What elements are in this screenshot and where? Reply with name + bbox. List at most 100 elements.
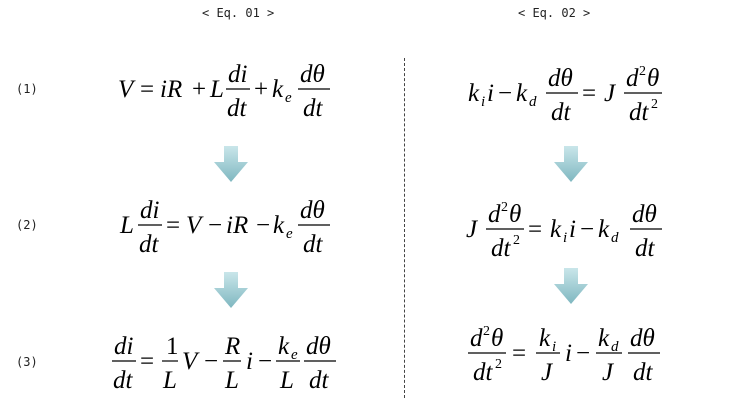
svg-text:d: d <box>611 230 619 246</box>
svg-text:dt: dt <box>551 99 572 126</box>
svg-text:k: k <box>278 333 290 360</box>
svg-text:i: i <box>552 339 556 355</box>
svg-text:θ: θ <box>509 201 521 228</box>
svg-text:i: i <box>563 230 567 246</box>
svg-text:dt: dt <box>633 359 654 386</box>
svg-text:i: i <box>487 80 494 107</box>
svg-text:dt: dt <box>303 95 324 122</box>
down-arrow-icon <box>214 146 248 182</box>
svg-text:−: − <box>258 348 272 375</box>
svg-text:−: − <box>580 216 594 243</box>
svg-text:di: di <box>114 333 134 360</box>
svg-text:d: d <box>611 339 619 355</box>
svg-text:−: − <box>204 348 218 375</box>
svg-text:=: = <box>528 216 542 243</box>
svg-text:L: L <box>279 367 294 394</box>
svg-text:=: = <box>582 80 596 107</box>
svg-text:dθ: dθ <box>300 197 325 224</box>
svg-text:J: J <box>602 359 615 386</box>
svg-text:θ: θ <box>491 325 503 352</box>
eq01-header: < Eq. 01 > <box>202 6 275 20</box>
svg-text:R: R <box>224 333 240 360</box>
svg-text:2: 2 <box>501 200 508 215</box>
svg-text:iR: iR <box>160 76 182 103</box>
svg-text:2: 2 <box>483 324 490 339</box>
svg-text:=: = <box>140 76 154 103</box>
svg-text:J: J <box>604 80 617 107</box>
svg-text:k: k <box>272 76 284 103</box>
down-arrow-icon <box>214 272 248 308</box>
row-label-2: (2) <box>16 218 38 232</box>
svg-text:i: i <box>565 340 572 367</box>
row-label-1: (1) <box>16 82 38 96</box>
svg-text:k: k <box>516 80 528 107</box>
svg-text:V: V <box>186 212 204 239</box>
svg-text:e: e <box>286 226 293 242</box>
down-arrow-icon <box>554 146 588 182</box>
svg-text:e: e <box>285 90 292 106</box>
svg-text:2: 2 <box>513 233 520 248</box>
svg-text:2: 2 <box>651 97 658 112</box>
svg-text:dt: dt <box>113 367 134 394</box>
svg-text:−: − <box>576 340 590 367</box>
svg-text:L: L <box>209 76 224 103</box>
svg-text:L: L <box>119 212 134 239</box>
svg-text:+: + <box>192 76 206 103</box>
svg-text:i: i <box>481 94 485 110</box>
svg-text:−: − <box>256 212 270 239</box>
svg-text:J: J <box>466 216 479 243</box>
svg-text:k: k <box>539 325 551 352</box>
svg-text:−: − <box>208 212 222 239</box>
svg-text:d: d <box>488 201 501 228</box>
svg-text:dt: dt <box>309 367 330 394</box>
eq02-line2: J d 2 θ dt 2 = k i i − k d dθ dt <box>466 198 686 267</box>
svg-text:i: i <box>569 216 576 243</box>
eq01-line3: di dt = 1 L V − R L i − k e L dθ dt <box>112 330 352 401</box>
svg-text:di: di <box>228 61 248 88</box>
svg-text:J: J <box>541 359 554 386</box>
svg-text:k: k <box>598 325 610 352</box>
svg-text:dθ: dθ <box>632 201 657 228</box>
svg-text:L: L <box>162 367 177 394</box>
svg-text:k: k <box>273 212 285 239</box>
svg-text:dt: dt <box>227 95 248 122</box>
svg-text:di: di <box>140 197 160 224</box>
eq01-line2: L di dt = V − iR − k e dθ dt <box>119 196 340 263</box>
svg-text:dt: dt <box>303 231 324 258</box>
svg-text:dt: dt <box>629 99 650 126</box>
svg-text:+: + <box>254 76 268 103</box>
svg-text:iR: iR <box>226 212 248 239</box>
svg-text:dθ: dθ <box>548 65 573 92</box>
svg-text:L: L <box>224 367 239 394</box>
svg-text:dt: dt <box>491 235 512 262</box>
column-divider <box>404 58 405 398</box>
svg-text:d: d <box>529 94 537 110</box>
svg-text:d: d <box>626 65 639 92</box>
svg-text:1: 1 <box>166 333 179 360</box>
svg-text:dt: dt <box>635 235 656 262</box>
svg-text:dθ: dθ <box>300 61 325 88</box>
svg-text:2: 2 <box>495 357 502 372</box>
svg-text:=: = <box>140 348 154 375</box>
svg-text:k: k <box>598 216 610 243</box>
eq02-header: < Eq. 02 > <box>518 6 591 20</box>
down-arrow-icon <box>554 268 588 304</box>
svg-text:dt: dt <box>139 231 160 258</box>
row-label-3: (3) <box>16 355 38 369</box>
svg-text:dt: dt <box>473 359 494 386</box>
svg-text:dθ: dθ <box>630 325 655 352</box>
eq01-line1: V = iR + L di dt + k e dθ dt <box>118 60 338 127</box>
svg-text:V: V <box>118 76 136 103</box>
svg-text:θ: θ <box>647 65 659 92</box>
svg-text:i: i <box>246 348 253 375</box>
svg-text:−: − <box>498 80 512 107</box>
svg-text:k: k <box>550 216 562 243</box>
svg-text:=: = <box>512 340 526 367</box>
svg-text:e: e <box>291 347 298 363</box>
svg-text:V: V <box>182 348 200 375</box>
svg-text:d: d <box>470 325 483 352</box>
svg-text:2: 2 <box>639 64 646 79</box>
svg-text:=: = <box>166 212 180 239</box>
svg-text:k: k <box>468 80 480 107</box>
eq02-line1: k i i − k d dθ dt = J d 2 θ dt 2 <box>468 62 688 131</box>
